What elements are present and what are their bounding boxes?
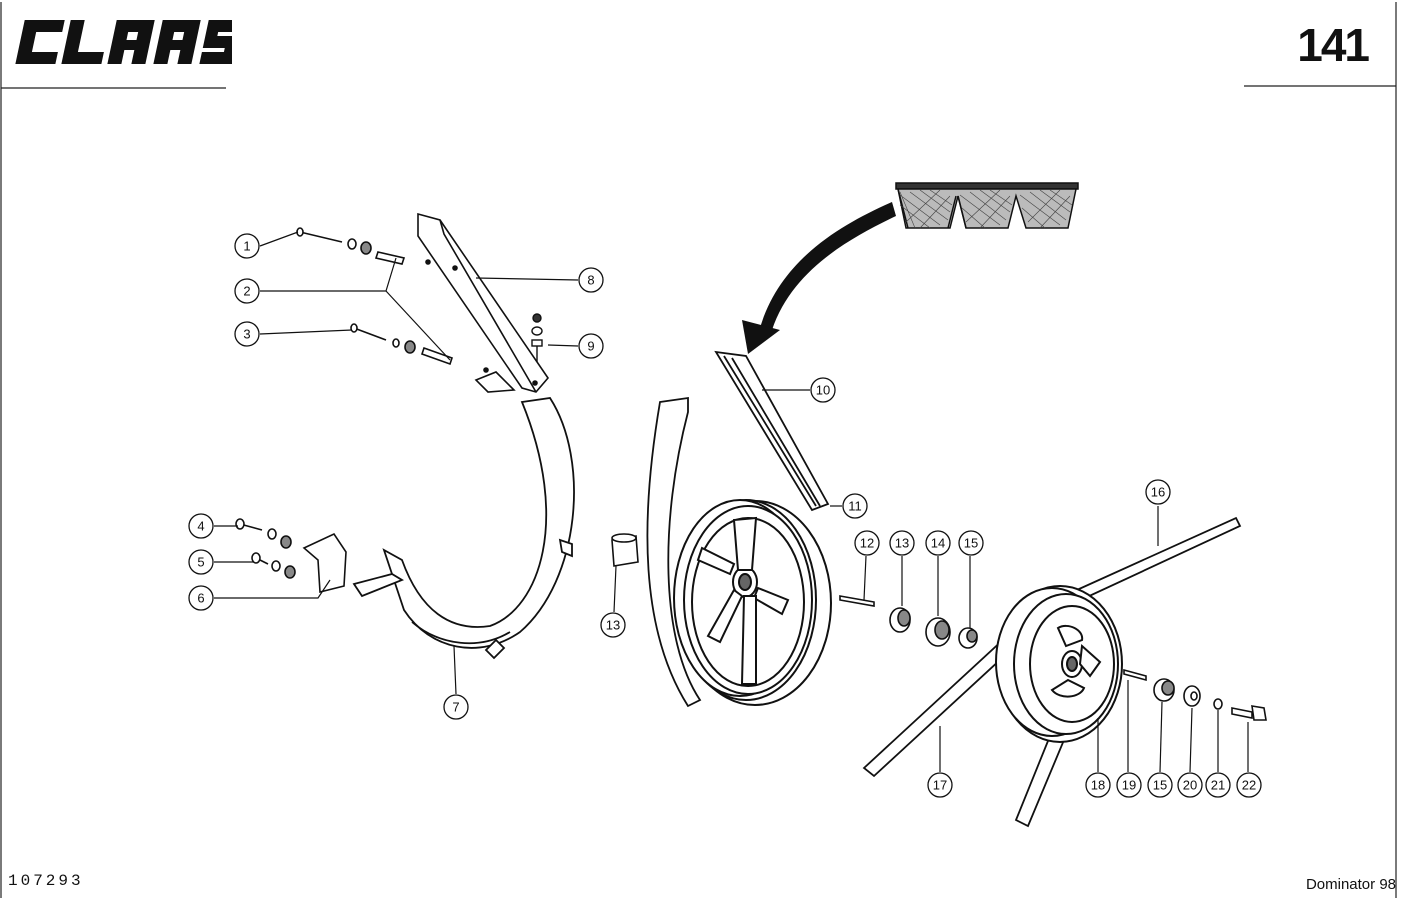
bolt-22: [1231, 705, 1267, 721]
callout-2: 2: [234, 278, 260, 304]
bolt-9: [531, 313, 543, 362]
leader-lines: [214, 231, 1249, 773]
callout-5: 5: [188, 549, 214, 575]
pin-19: [1123, 668, 1147, 682]
svg-text:22: 22: [1242, 778, 1256, 793]
svg-text:21: 21: [1211, 778, 1225, 793]
svg-text:20: 20: [1183, 778, 1197, 793]
svg-text:15: 15: [964, 536, 978, 551]
svg-text:8: 8: [587, 273, 594, 288]
callout-16: 16: [1145, 479, 1171, 505]
callout-3: 3: [234, 321, 260, 347]
callout-13-left: 13: [600, 612, 626, 638]
pin-12: [839, 595, 875, 607]
v-belt-10: [646, 350, 830, 708]
callout-17: 17: [927, 772, 953, 798]
svg-text:12: 12: [860, 536, 874, 551]
callout-9: 9: [578, 333, 604, 359]
svg-text:19: 19: [1122, 778, 1136, 793]
svg-text:3: 3: [243, 327, 250, 342]
bushing-13-right: [889, 607, 911, 633]
callout-22: 22: [1236, 772, 1262, 798]
callout-12: 12: [854, 530, 880, 556]
large-pulley-11: [673, 499, 832, 706]
belt-guard-7: [352, 397, 575, 660]
washer-20: [1183, 685, 1201, 707]
callout-21: 21: [1205, 772, 1231, 798]
page-number: 141: [1297, 19, 1370, 71]
svg-text:13: 13: [895, 536, 909, 551]
callout-18: 18: [1085, 772, 1111, 798]
bushing-15-b: [1153, 678, 1175, 702]
callout-8: 8: [578, 267, 604, 293]
washer-21: [1213, 698, 1223, 710]
callout-15-bottom: 15: [1147, 772, 1173, 798]
bearing-14: [925, 617, 951, 647]
bushing-13: [611, 533, 639, 567]
callout-15-top: 15: [958, 530, 984, 556]
svg-text:16: 16: [1151, 485, 1165, 500]
svg-text:11: 11: [848, 499, 862, 514]
svg-text:10: 10: [816, 383, 830, 398]
callout-14: 14: [925, 530, 951, 556]
svg-text:15: 15: [1153, 778, 1167, 793]
callout-4: 4: [188, 513, 214, 539]
svg-text:18: 18: [1091, 778, 1105, 793]
bushing-15: [958, 627, 978, 649]
arrow-pointer: [742, 202, 896, 354]
svg-text:17: 17: [933, 778, 947, 793]
callout-10: 10: [810, 377, 836, 403]
belt-cross-section: [895, 182, 1079, 229]
svg-text:6: 6: [197, 591, 204, 606]
small-pulley-18: [995, 585, 1123, 743]
callout-7: 7: [443, 694, 469, 720]
callout-6: 6: [188, 585, 214, 611]
bracket-8: [417, 212, 550, 393]
claas-logo: [15, 20, 232, 64]
svg-text:1: 1: [243, 239, 250, 254]
svg-text:5: 5: [197, 555, 204, 570]
svg-text:13: 13: [606, 618, 620, 633]
document-number: 107293: [8, 872, 84, 890]
svg-text:2: 2: [243, 284, 250, 299]
callout-1: 1: [234, 233, 260, 259]
svg-text:4: 4: [197, 519, 204, 534]
callout-13-right: 13: [889, 530, 915, 556]
svg-text:7: 7: [452, 700, 459, 715]
bolt-3: [350, 323, 454, 366]
callout-19: 19: [1116, 772, 1142, 798]
svg-text:9: 9: [587, 339, 594, 354]
svg-text:14: 14: [931, 536, 945, 551]
callout-11: 11: [842, 493, 868, 519]
callout-20: 20: [1177, 772, 1203, 798]
machine-model: Dominator 98: [1305, 876, 1396, 893]
bolt-1: [296, 227, 406, 265]
